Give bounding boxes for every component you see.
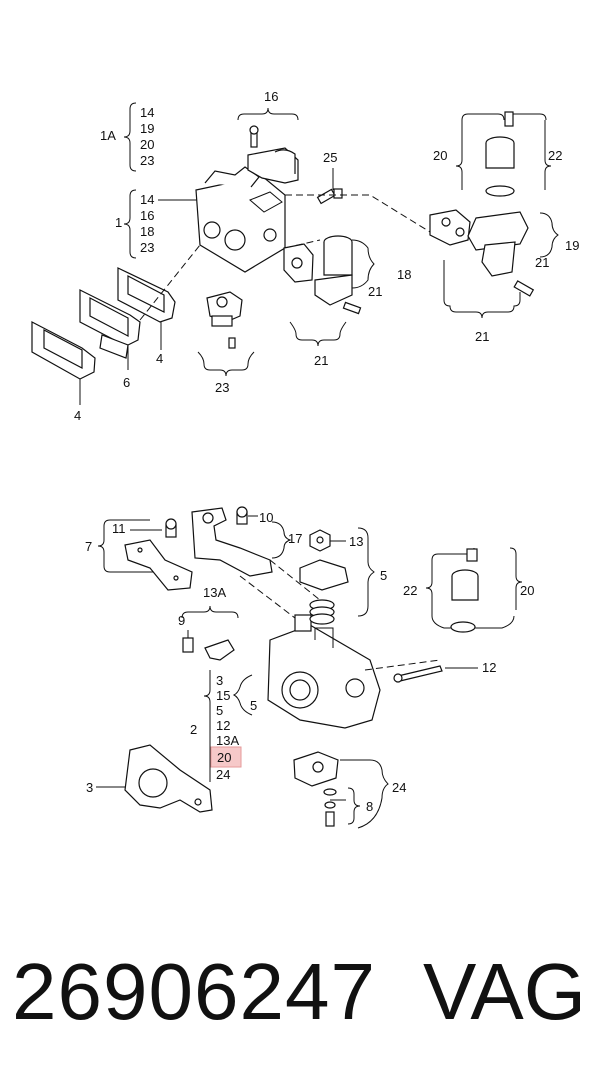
bracket-16 [247,125,299,184]
callout-20-top: 20 [433,148,447,163]
clip-13A [182,637,235,661]
brand-name: VAG [422,947,586,1036]
brace-18 [351,239,375,289]
callout-1-23: 23 [140,240,154,255]
callout-4-right: 4 [156,351,163,366]
bracket-7 [124,518,193,591]
sensor-24 [293,751,339,827]
callout-20-b: 20 [520,583,534,598]
callout-22-b: 22 [403,583,417,598]
highlight-box [210,746,242,768]
brace-22-top [544,120,552,190]
callout-21-c: 21 [535,255,549,270]
nut-13 [309,529,331,552]
callout-4-left: 4 [74,408,81,423]
callout-7: 7 [85,539,92,554]
gasket-4-left [31,321,96,380]
callout-2-20-highlighted: 20 [217,750,231,765]
callout-18: 18 [397,267,411,282]
callout-6: 6 [123,375,130,390]
callout-13A: 13A [203,585,226,600]
callout-25: 25 [323,150,337,165]
callout-5-b: 5 [250,698,257,713]
callout-22-top: 22 [548,148,562,163]
callout-2-15: 15 [216,688,230,703]
bolt-10 [236,506,248,525]
callout-24: 24 [392,780,406,795]
callout-1-18: 18 [140,224,154,239]
callout-1-14: 14 [140,192,154,207]
brace-1 [123,189,137,259]
callout-3: 3 [86,780,93,795]
valve-18 [283,235,362,315]
callout-16: 16 [264,89,278,104]
callout-21-b: 21 [314,353,328,368]
idle-valve-top [485,111,515,197]
callout-17: 17 [288,531,302,546]
spring-5 [299,559,349,625]
callout-1-16: 16 [140,208,154,223]
callout-11: 11 [112,521,126,536]
bracket-17 [191,507,273,577]
gasket-3 [124,744,213,813]
gasket-4-right [117,267,176,323]
callout-10: 10 [259,510,273,525]
brace-16 [237,107,299,121]
callout-12: 12 [482,660,496,675]
callout-1A: 1A [100,128,116,143]
bolt-25 [316,188,343,205]
callout-1: 1 [115,215,122,230]
brace-19 [539,212,559,258]
callout-19: 19 [565,238,579,253]
flange-19 [429,209,535,297]
callout-8: 8 [366,799,373,814]
brace-20-top [455,120,463,190]
brace-23 [197,351,255,377]
gasket-6 [79,289,141,359]
idle-valve-bottom [450,548,479,633]
callout-2-5: 5 [216,703,223,718]
callout-9: 9 [178,613,185,628]
part-number: 26906247 [12,947,376,1036]
callout-13: 13 [349,534,363,549]
throttle-body-top [195,166,286,273]
callout-5-a: 5 [380,568,387,583]
brace-21 [289,321,347,347]
callout-2: 2 [190,722,197,737]
callout-2-13A: 13A [216,733,239,748]
callout-2-3: 3 [216,673,223,688]
sensor-23 [206,291,243,349]
callout-1A-23: 23 [140,153,154,168]
callout-1A-20: 20 [140,137,154,152]
callout-2-12: 12 [216,718,230,733]
callout-23: 23 [215,380,229,395]
callout-1A-14: 14 [140,105,154,120]
throttle-body-main [267,614,381,729]
callout-21-d: 21 [475,329,489,344]
callout-21-a: 21 [368,284,382,299]
callout-2-24: 24 [216,767,230,782]
brace-1A [123,102,137,172]
callout-1A-19: 19 [140,121,154,136]
bolt-12 [393,665,443,683]
